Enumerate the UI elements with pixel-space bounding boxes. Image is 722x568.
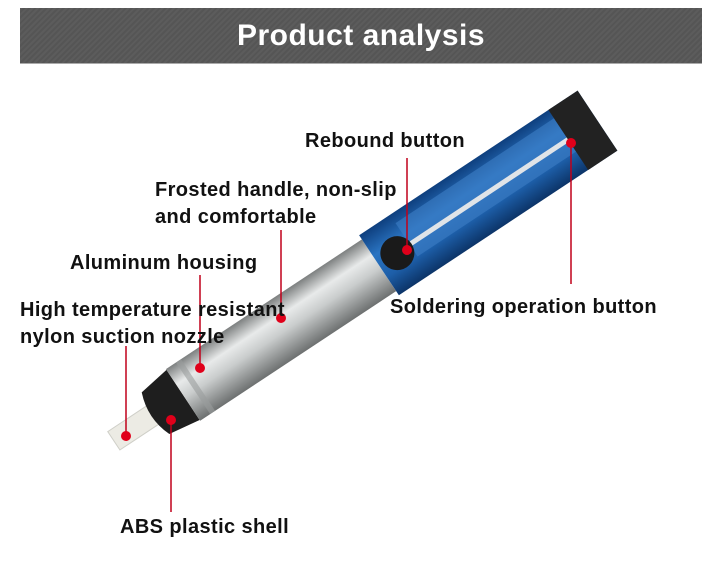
shell-dot bbox=[166, 415, 176, 425]
rebound-dot bbox=[402, 245, 412, 255]
label-abs-shell: ABS plastic shell bbox=[120, 516, 290, 538]
handle-dot bbox=[276, 313, 286, 323]
label-nozzle-2: nylon suction nozzle bbox=[20, 326, 225, 348]
housing-dot bbox=[195, 363, 205, 373]
label-rebound-button: Rebound button bbox=[305, 130, 465, 152]
pump-body bbox=[107, 90, 618, 451]
label-nozzle-1: High temperature resistant bbox=[20, 299, 285, 321]
label-frosted-handle-2: and comfortable bbox=[155, 206, 317, 228]
title-banner: Product analysis bbox=[20, 8, 702, 64]
soldering-dot bbox=[566, 138, 576, 148]
page-title: Product analysis bbox=[236, 18, 486, 52]
leader-lines bbox=[121, 138, 576, 512]
label-aluminum-housing: Aluminum housing bbox=[70, 252, 258, 274]
label-soldering-button: Soldering operation button bbox=[390, 296, 658, 318]
label-frosted-handle-1: Frosted handle, non-slip bbox=[155, 179, 397, 201]
nozzle-dot bbox=[121, 431, 131, 441]
